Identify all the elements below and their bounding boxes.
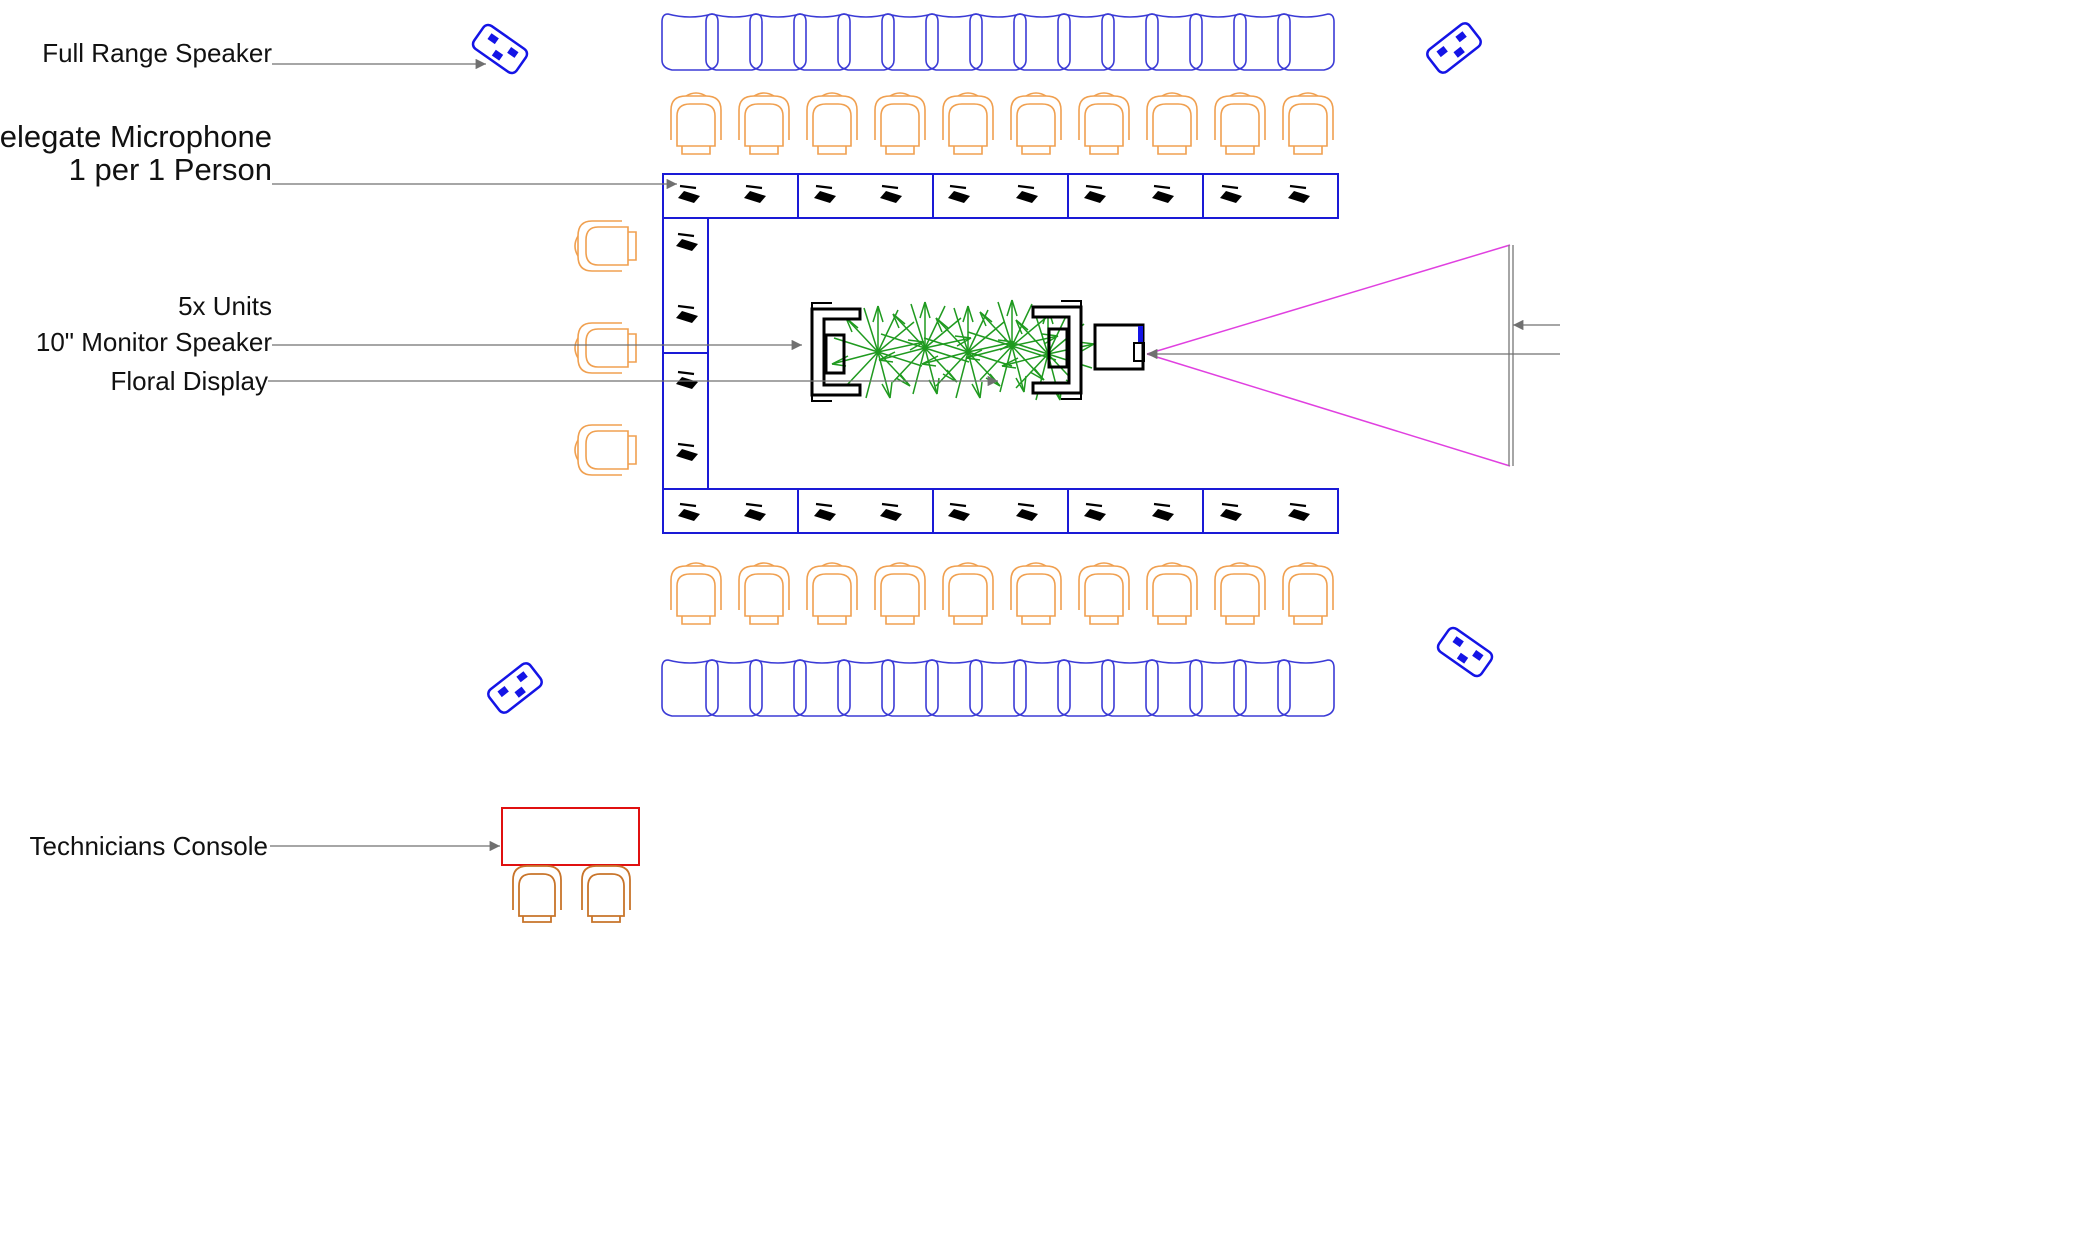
floral-display-label: Floral Display: [111, 366, 269, 396]
delegate-microphone-label: Delegate Microphone: [0, 119, 272, 154]
technicians-console-label: Technicians Console: [30, 831, 268, 861]
leader-lines: [268, 58, 998, 852]
units-count-label: 5x Units: [178, 291, 272, 321]
delegate-chairs-left: [574, 220, 637, 476]
console-chairs: [512, 865, 631, 923]
monitor-speaker-label: 10" Monitor Speaker: [36, 327, 272, 357]
delegate-microphone-sublabel: 1 per 1 Person: [69, 152, 272, 187]
delegate-chairs-top: [670, 92, 1334, 155]
full-range-speaker-label: Full Range Speaker: [42, 38, 272, 68]
audience-chairs-top: [661, 13, 1335, 71]
projector-icon: [1093, 323, 1145, 371]
audience-chairs-bottom: [661, 659, 1335, 717]
technicians-console: [501, 807, 640, 866]
projection-beam: [1146, 244, 1511, 467]
u-shape-table: [662, 173, 1339, 534]
delegate-chairs-bottom: [670, 562, 1334, 625]
projection-screen: [1508, 245, 1514, 466]
